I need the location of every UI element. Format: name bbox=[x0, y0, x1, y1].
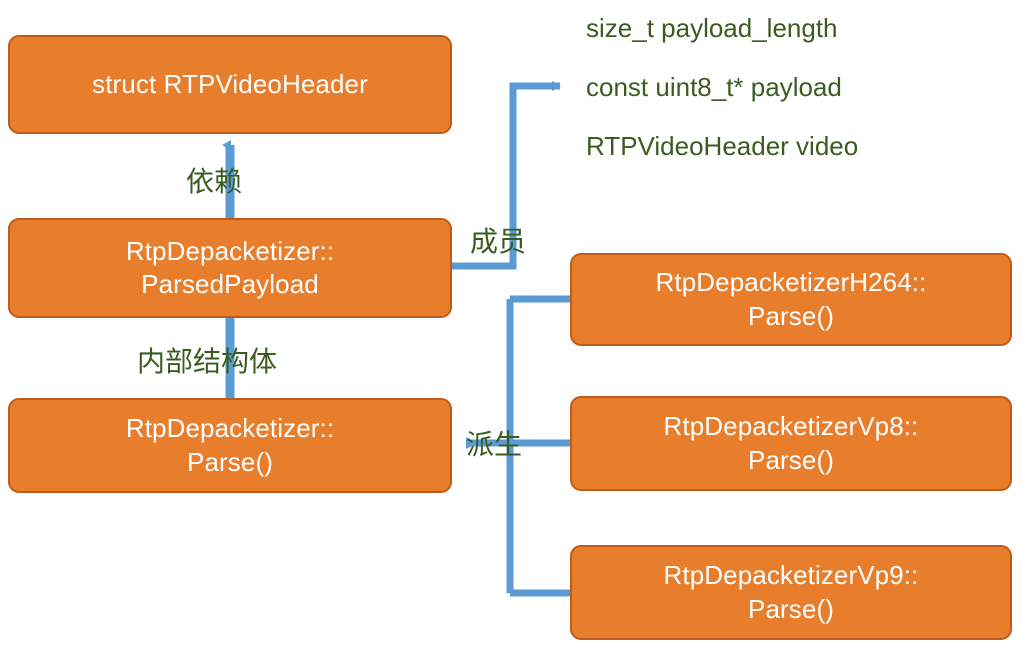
member-field-payload-length: size_t payload_length bbox=[586, 13, 838, 43]
edge-label-dependency: 依赖 bbox=[186, 166, 243, 197]
edge-derived bbox=[466, 295, 570, 597]
node-rtpdepacketizer-parse[interactable]: RtpDepacketizer:: Parse() bbox=[8, 398, 452, 493]
node-label: RtpDepacketizerH264:: Parse() bbox=[655, 267, 927, 331]
node-label: struct RTPVideoHeader bbox=[92, 68, 368, 99]
member-field-payload: const uint8_t* payload bbox=[586, 72, 842, 102]
edge-label-inner-struct: 内部结构体 bbox=[137, 346, 278, 377]
node-rtpdepacketizer-vp8-parse[interactable]: RtpDepacketizerVp8:: Parse() bbox=[570, 396, 1012, 491]
edge-member bbox=[452, 81, 561, 270]
node-label: RtpDepacketizerVp9:: Parse() bbox=[663, 560, 919, 624]
edge-label-member: 成员 bbox=[470, 226, 527, 257]
node-label: RtpDepacketizer:: Parse() bbox=[125, 413, 335, 477]
node-rtpvideoheader[interactable]: struct RTPVideoHeader bbox=[8, 35, 452, 134]
member-field-video: RTPVideoHeader video bbox=[586, 131, 859, 161]
edge-label-derived: 派生 bbox=[466, 429, 523, 460]
node-rtpdepacketizer-vp9-parse[interactable]: RtpDepacketizerVp9:: Parse() bbox=[570, 545, 1012, 640]
node-label: RtpDepacketizer:: ParsedPayload bbox=[125, 235, 335, 299]
node-rtpdepacketizer-h264-parse[interactable]: RtpDepacketizerH264:: Parse() bbox=[570, 253, 1012, 346]
node-parsedpayload[interactable]: RtpDepacketizer:: ParsedPayload bbox=[8, 218, 452, 318]
node-label: RtpDepacketizerVp8:: Parse() bbox=[663, 411, 919, 475]
